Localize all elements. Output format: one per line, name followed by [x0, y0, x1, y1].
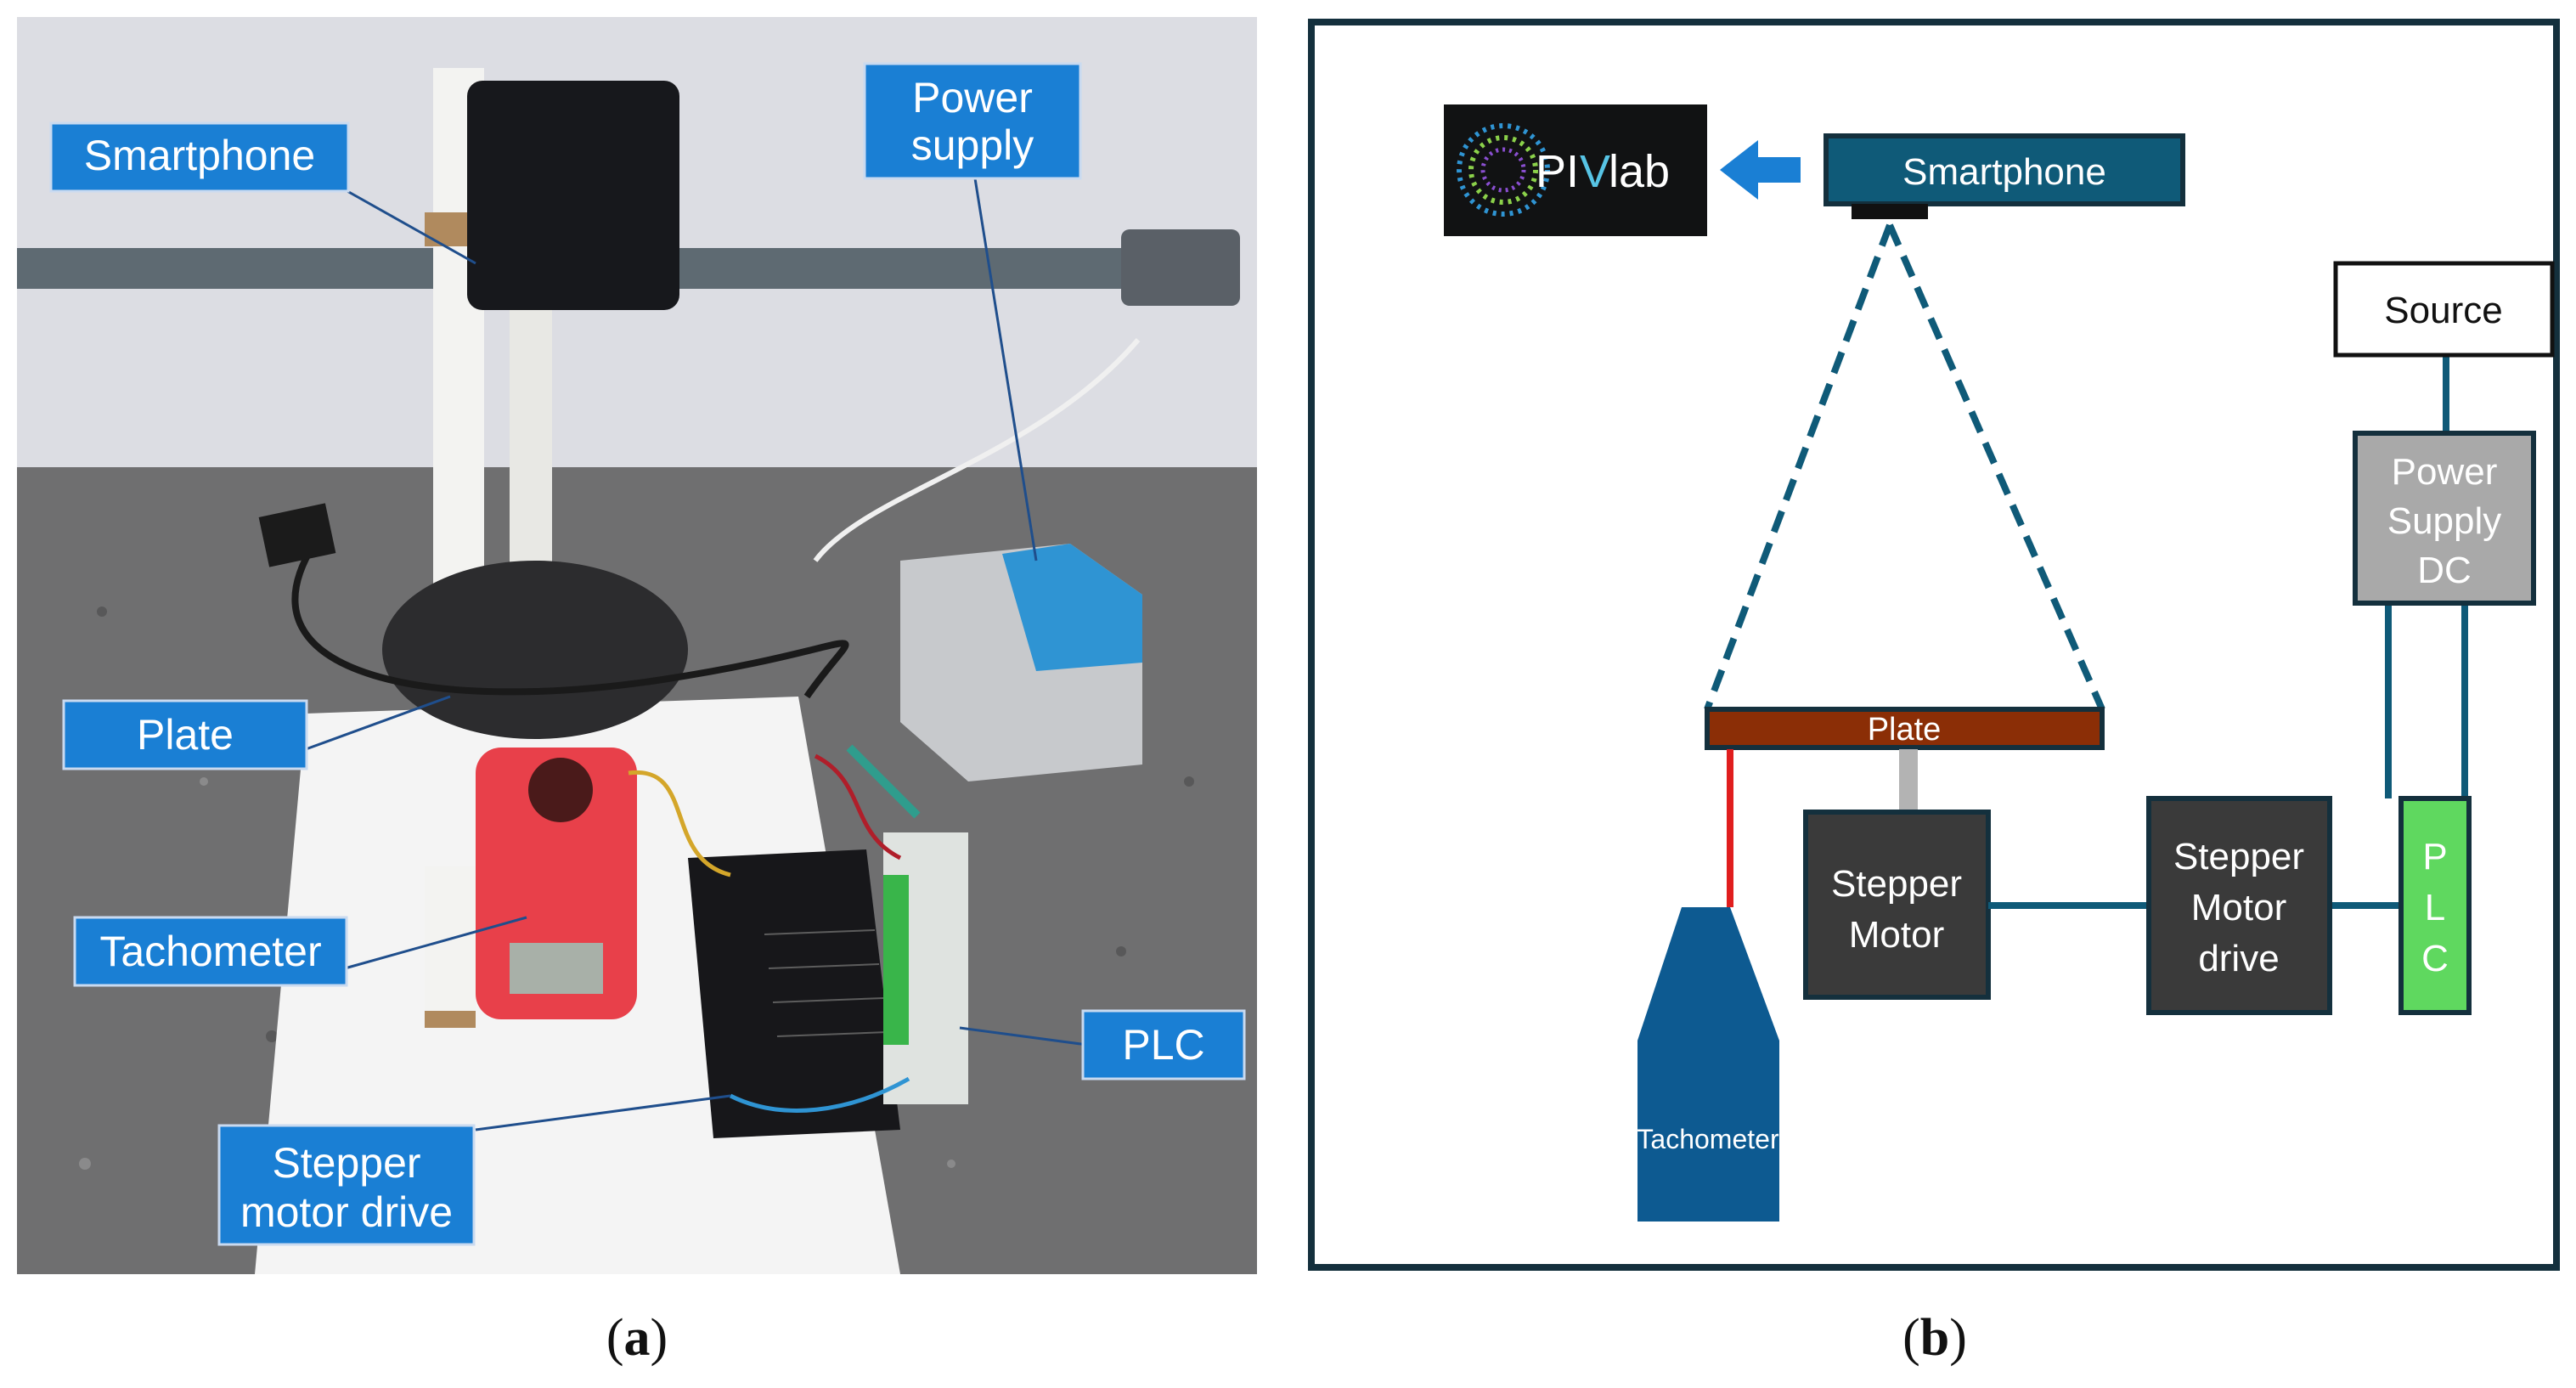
arrow-left-icon	[1720, 140, 1801, 200]
stepper-drive-grid	[764, 929, 888, 1037]
svg-text:Power: Power	[912, 74, 1033, 121]
tachometer-display	[510, 943, 603, 994]
schematic: PI V lab Smartphone Plate Tachome	[1308, 19, 2560, 1271]
svg-text:Smartphone: Smartphone	[84, 132, 315, 179]
stepper-drive-device	[688, 849, 900, 1138]
svg-text:C: C	[2421, 938, 2449, 979]
tachometer-lens	[528, 758, 593, 822]
label-power-supply: Power supply	[863, 62, 1082, 180]
connector-lines	[1988, 353, 2468, 909]
wood-block-2	[425, 1011, 476, 1028]
svg-text:Stepper: Stepper	[2173, 836, 2304, 877]
svg-text:Motor: Motor	[2191, 887, 2286, 928]
svg-text:lab: lab	[1609, 146, 1670, 197]
pipe-fitting	[1121, 229, 1240, 306]
photo-illustration: Smartphone Power supply Plate Tachometer…	[17, 17, 1257, 1274]
svg-text:L: L	[2425, 887, 2445, 928]
plc-terminals	[883, 875, 909, 1045]
panel-b-diagram: PI V lab Smartphone Plate Tachome	[1308, 17, 2565, 1274]
stand-foot	[425, 866, 476, 1028]
svg-text:Motor: Motor	[1849, 914, 1944, 956]
svg-text:motor drive: motor drive	[240, 1188, 453, 1236]
power-supply-blue-panel	[1002, 544, 1142, 671]
plate-disc	[382, 561, 688, 739]
leader-lines	[305, 178, 1088, 1131]
svg-text:PLC: PLC	[1122, 1021, 1204, 1069]
power-supply-box: Power Supply DC	[2353, 431, 2536, 606]
cable-black	[291, 541, 849, 699]
label-smartphone: Smartphone	[49, 121, 350, 193]
motor-shaft	[1899, 749, 1918, 812]
label-plc: PLC	[1081, 1009, 1246, 1080]
source-box: Source	[2333, 261, 2555, 358]
svg-text:Power: Power	[2392, 451, 2498, 493]
svg-text:Stepper: Stepper	[1831, 863, 1962, 905]
label-tachometer: Tachometer	[73, 916, 348, 987]
svg-text:Plate: Plate	[137, 711, 234, 759]
wire-red	[814, 753, 902, 860]
svg-text:supply: supply	[911, 121, 1034, 169]
svg-text:Plate: Plate	[1868, 712, 1942, 748]
svg-text:DC: DC	[2417, 550, 2472, 591]
tachometer-shape: Tachometer	[1637, 907, 1779, 1222]
svg-text:Tachometer: Tachometer	[1637, 1124, 1779, 1154]
svg-text:drive: drive	[2198, 938, 2279, 979]
label-stepper-motor-drive: Stepper motor drive	[217, 1124, 476, 1246]
plc-box: P L C	[2398, 796, 2472, 1015]
svg-text:Smartphone: Smartphone	[1902, 151, 2106, 193]
stepper-drive-box: Stepper Motor drive	[2146, 796, 2332, 1015]
smartphone-box: Smartphone	[1823, 133, 2185, 219]
camera-view-lines	[1704, 223, 2105, 711]
svg-text:Tachometer: Tachometer	[99, 928, 321, 975]
svg-text:Supply: Supply	[2387, 500, 2502, 542]
wire-blue	[729, 1076, 910, 1113]
plate-box: Plate	[1705, 707, 2105, 750]
wire-teal	[846, 744, 921, 819]
caption-a: (a)	[606, 1309, 668, 1367]
label-plate: Plate	[62, 699, 308, 770]
wire-yellow	[628, 770, 731, 877]
svg-text:Source: Source	[2384, 290, 2502, 331]
svg-text:PI: PI	[1536, 146, 1579, 197]
caption-b: (b)	[1902, 1309, 1967, 1367]
svg-text:V: V	[1580, 146, 1610, 197]
pivlab-logo: PI V lab	[1444, 104, 1707, 236]
stepper-motor-box: Stepper Motor	[1803, 810, 1991, 1000]
svg-text:P: P	[2422, 836, 2447, 877]
panel-a-photo: Smartphone Power supply Plate Tachometer…	[17, 17, 1257, 1274]
adapter	[258, 503, 336, 567]
cable-white	[813, 338, 1141, 562]
smartphone-device	[467, 81, 679, 310]
svg-text:Stepper: Stepper	[272, 1139, 420, 1187]
